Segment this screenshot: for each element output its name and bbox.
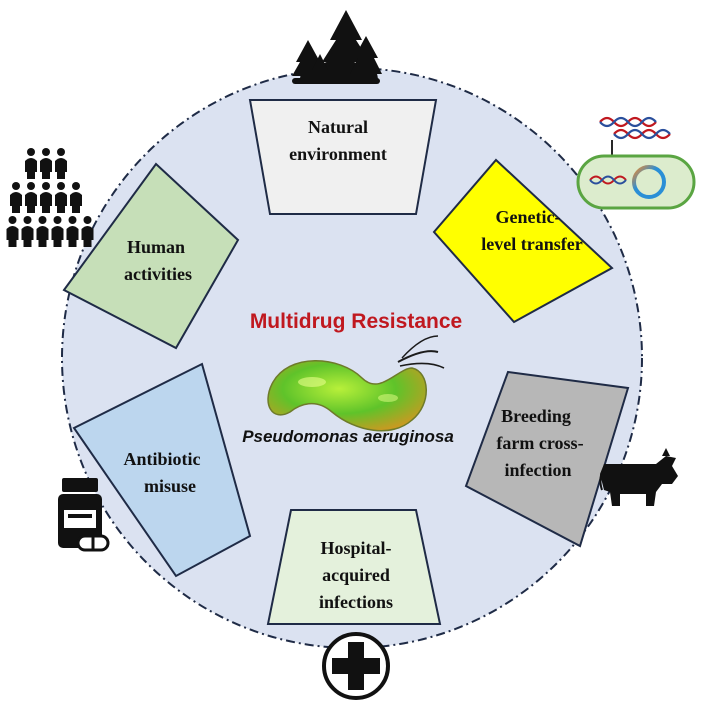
person-head xyxy=(53,216,62,224)
person-head xyxy=(27,182,35,190)
person-legs xyxy=(27,205,35,213)
person-legs xyxy=(57,171,65,179)
medical-cross-icon xyxy=(322,632,390,700)
person-body xyxy=(55,158,67,172)
breeding-label-line1: Breeding xyxy=(501,406,571,426)
person-body xyxy=(70,192,82,206)
person-body xyxy=(21,226,34,240)
person-legs xyxy=(12,205,20,213)
breeding-label-line3: infection xyxy=(505,460,572,480)
person-legs xyxy=(8,239,17,247)
center-subtitle: Pseudomonas aeruginosa xyxy=(242,427,454,446)
person-legs xyxy=(72,205,80,213)
person-head xyxy=(68,216,77,224)
person-body xyxy=(66,226,79,240)
hospital-label-line2: acquired xyxy=(322,565,390,585)
person-body xyxy=(55,192,67,206)
person-body xyxy=(81,226,94,240)
person-body xyxy=(10,192,22,206)
person-legs xyxy=(23,239,32,247)
factor-antibiotic-misuse: Antibiotic misuse xyxy=(72,362,252,578)
natural-label-line1: Natural xyxy=(308,117,368,137)
person-head xyxy=(57,148,65,156)
person-head xyxy=(12,182,20,190)
person-body xyxy=(25,158,37,172)
person-head xyxy=(8,216,17,224)
genetic-transfer-box xyxy=(432,158,614,324)
hospital-acquired-box xyxy=(266,509,442,625)
person-body xyxy=(40,158,52,172)
person-legs xyxy=(42,205,50,213)
person-legs xyxy=(27,171,35,179)
person-head xyxy=(72,182,80,190)
person-legs xyxy=(83,239,92,247)
antibiotic-misuse-box xyxy=(72,362,252,578)
person-legs xyxy=(68,239,77,247)
antibiotic-label-line2: misuse xyxy=(144,476,196,496)
cow-icon xyxy=(599,448,678,506)
person-body xyxy=(6,226,19,240)
person-body xyxy=(36,226,49,240)
person-legs xyxy=(53,239,62,247)
person-head xyxy=(27,148,35,156)
factor-hospital-acquired: Hospital- acquired infections xyxy=(266,509,442,625)
natural-environment-box xyxy=(248,99,438,215)
person-legs xyxy=(38,239,47,247)
antibiotic-label-line1: Antibiotic xyxy=(123,449,200,469)
person-head xyxy=(42,148,50,156)
factor-human-activities: Human activities xyxy=(62,162,240,350)
bacterium-icon xyxy=(267,335,445,432)
factor-natural-environment: Natural environment xyxy=(248,99,438,215)
human-label-line1: Human xyxy=(127,237,185,257)
person-head xyxy=(38,216,47,224)
human-activities-box xyxy=(62,162,240,350)
crowd-people-icon xyxy=(6,148,94,247)
medicine-bottle-icon xyxy=(58,478,110,552)
genetic-label-line1: Genetic- xyxy=(496,207,561,227)
person-body xyxy=(51,226,64,240)
forest-icon xyxy=(292,10,382,84)
person-head xyxy=(83,216,92,224)
genetic-label-line2: level transfer xyxy=(481,234,582,254)
person-body xyxy=(25,192,37,206)
human-label-line2: activities xyxy=(124,264,192,284)
hospital-label-line3: infections xyxy=(319,592,393,612)
person-body xyxy=(40,192,52,206)
dna-plasmid-bacterium-icon xyxy=(576,116,696,210)
breeding-farm-box xyxy=(464,370,630,548)
hospital-label-line1: Hospital- xyxy=(320,538,391,558)
breeding-label-line2: farm cross- xyxy=(496,433,583,453)
factor-genetic-transfer: Genetic- level transfer xyxy=(432,158,614,324)
natural-label-line2: environment xyxy=(289,144,387,164)
person-head xyxy=(42,182,50,190)
factor-breeding-farm: Breeding farm cross- infection xyxy=(464,370,630,548)
person-legs xyxy=(42,171,50,179)
person-head xyxy=(57,182,65,190)
person-head xyxy=(23,216,32,224)
center-title: Multidrug Resistance xyxy=(250,310,462,333)
person-legs xyxy=(57,205,65,213)
